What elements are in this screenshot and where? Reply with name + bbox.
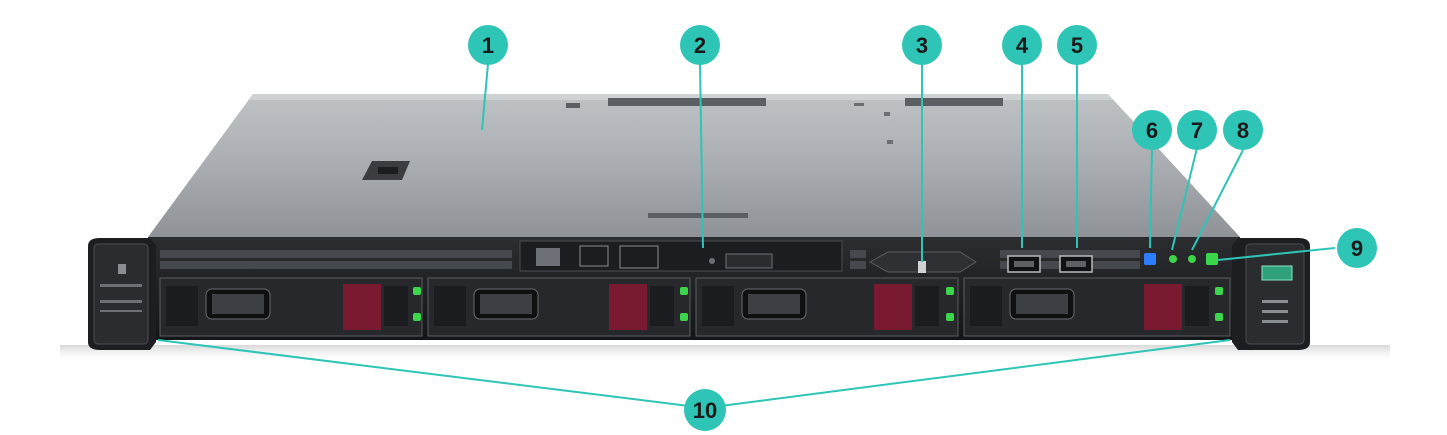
callout-4: 4 (1002, 25, 1042, 65)
callout-1-label: 1 (482, 33, 494, 58)
callout-6: 6 (1132, 110, 1172, 150)
left-rack-ear (88, 238, 156, 350)
drive-bay-3 (695, 277, 959, 337)
leader-1 (481, 63, 489, 131)
callout-6-label: 6 (1146, 118, 1158, 143)
usb-port-icon (1007, 255, 1093, 273)
floor-shadow (60, 345, 1390, 363)
callout-leader-lines (157, 63, 1336, 409)
chassis-top-cover (148, 94, 1240, 237)
callout-9-label: 9 (1351, 236, 1363, 261)
callout-1: 1 (468, 25, 508, 65)
callout-bubbles: 1 2 3 4 5 6 7 8 (468, 25, 1377, 431)
callout-5-label: 5 (1071, 33, 1083, 58)
health-led (1169, 255, 1177, 263)
leader-6 (1149, 149, 1153, 249)
leader-10b (704, 339, 1231, 409)
lid-release-latch (362, 161, 410, 180)
drive-bay-2 (427, 277, 691, 337)
optical-drive-bay (519, 240, 843, 272)
leader-2 (699, 63, 704, 249)
right-rack-ear (1232, 238, 1310, 350)
leader-10a (157, 339, 706, 409)
leader-7 (1171, 147, 1198, 251)
uid-led-icon (1144, 253, 1156, 265)
callout-9: 9 (1337, 228, 1377, 268)
chassis-top-edge (248, 94, 1113, 100)
lid-screws (854, 103, 893, 144)
leader-8 (1191, 149, 1244, 251)
callout-4-label: 4 (1016, 33, 1029, 58)
callout-5: 5 (1057, 25, 1097, 65)
status-leds (1144, 253, 1218, 265)
callout-8: 8 (1223, 110, 1263, 150)
callout-3-label: 3 (916, 33, 928, 58)
callout-2-label: 2 (694, 33, 706, 58)
callout-7-label: 7 (1191, 118, 1203, 143)
drive-bay-1 (159, 277, 423, 337)
power-button-icon (1206, 253, 1218, 265)
leader-9 (1217, 247, 1336, 261)
optical-drive-icon (536, 248, 560, 266)
callout-7: 7 (1177, 110, 1217, 150)
callout-10-label: 10 (693, 398, 717, 423)
drive-bay-4 (963, 277, 1231, 337)
optical-eject-button (725, 253, 773, 269)
callout-2: 2 (680, 25, 720, 65)
callout-10: 10 (684, 389, 726, 431)
callout-8-label: 8 (1237, 118, 1249, 143)
lid-vents (566, 98, 1003, 218)
callout-3: 3 (902, 25, 942, 65)
drive-bays (159, 277, 1231, 337)
nic-led (1188, 255, 1196, 263)
